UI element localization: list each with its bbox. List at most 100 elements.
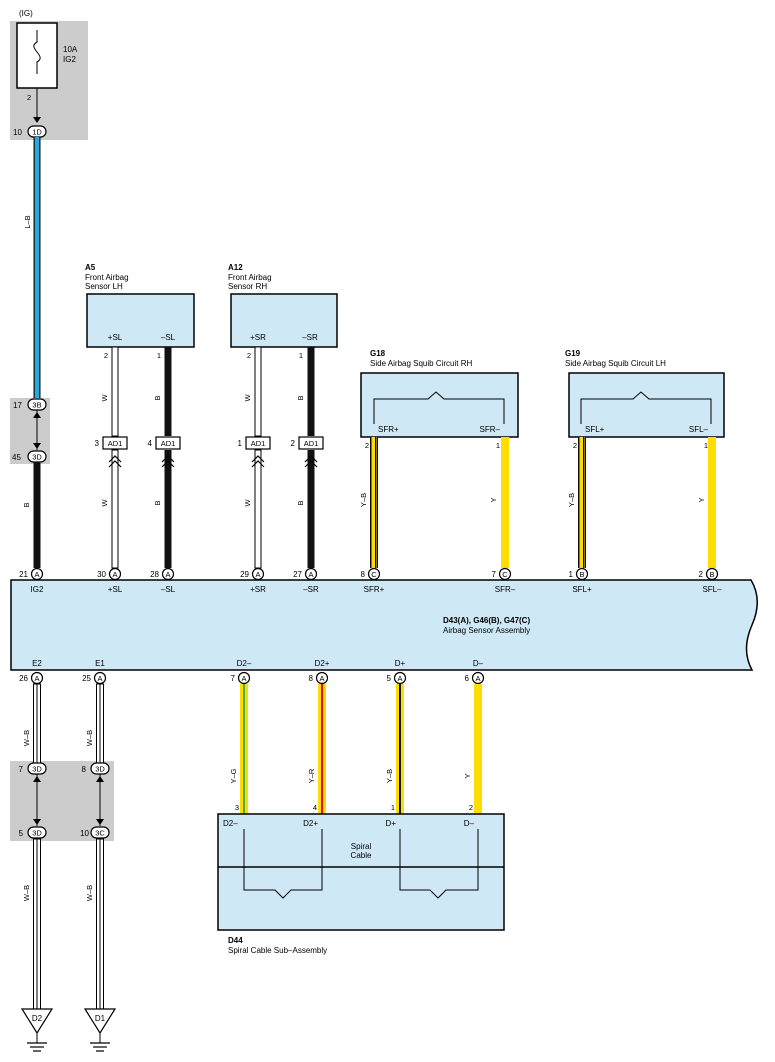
- svg-text:SFL–: SFL–: [702, 585, 722, 594]
- spiral-pin-2: 1: [391, 803, 395, 812]
- wire-label-wb2: W–B: [85, 730, 94, 746]
- pin-3b: 17: [13, 401, 22, 410]
- spiral-wires: [240, 684, 482, 814]
- ad1-pin-3: 2: [291, 439, 296, 448]
- spiral-inner-line2: Cable: [351, 851, 372, 860]
- svg-text:D2+: D2+: [315, 659, 330, 668]
- a5-code: A5: [85, 263, 96, 272]
- g18-code: G18: [370, 349, 386, 358]
- svg-text:7: 7: [492, 570, 497, 579]
- ground-symbol-icon: [83, 1008, 117, 1052]
- svg-text:A: A: [112, 570, 117, 579]
- ecu-pin: D2+ 8 A: [309, 659, 330, 685]
- ad1-pin-0: 3: [95, 439, 100, 448]
- connector-1d-id: 1D: [32, 128, 42, 137]
- wire-label-lb: L–B: [23, 215, 32, 228]
- svg-text:25: 25: [82, 674, 91, 683]
- fuse-pin: 2: [27, 93, 31, 102]
- svg-text:+SL: +SL: [108, 585, 123, 594]
- wire-label-b1: B: [22, 502, 31, 507]
- svg-text:21: 21: [19, 570, 28, 579]
- wire-label-w3: W: [100, 499, 109, 507]
- g19-pin-neg: 1: [704, 441, 708, 450]
- a12-pin-neg: 1: [299, 351, 303, 360]
- ecu-pin: 1 B SFL+: [569, 567, 592, 594]
- a5-line2: Sensor LH: [85, 282, 123, 291]
- svg-text:A: A: [34, 570, 39, 579]
- svg-text:8: 8: [309, 674, 314, 683]
- connector-3d-7-id: 3D: [32, 765, 42, 774]
- svg-text:28: 28: [150, 570, 159, 579]
- ground-symbol-icon: [20, 1008, 54, 1052]
- a5-pin-neg: 1: [157, 351, 161, 360]
- g19-pin-pos: 2: [573, 441, 577, 450]
- svg-text:A: A: [97, 674, 102, 683]
- ecu-pin: 30 A +SL: [97, 567, 123, 594]
- spiral-box: [217, 813, 505, 931]
- wire-label-wb3: W–B: [22, 885, 31, 901]
- wire-label-w1: W: [100, 394, 109, 402]
- a12-pin-pos: 2: [247, 351, 251, 360]
- pin-3d-45: 45: [12, 453, 21, 462]
- svg-text:B: B: [579, 570, 584, 579]
- spiral-term-1: D2+: [303, 819, 318, 828]
- g18-pin-neg: 1: [496, 441, 500, 450]
- ad1-pin-2: 1: [238, 439, 243, 448]
- a12-line1: Front Airbag: [228, 273, 272, 282]
- ecu-pin: D+ 5 A: [387, 659, 407, 685]
- wire-label-w4: W: [243, 499, 252, 507]
- ecu-code: D43(A), G46(B), G47(C): [443, 616, 530, 625]
- ad1-connectors: [102, 436, 324, 468]
- a12-box: [230, 293, 338, 348]
- svg-text:E2: E2: [32, 659, 42, 668]
- a5-term-neg: –SL: [161, 333, 176, 342]
- svg-text:C: C: [371, 570, 377, 579]
- wire-label-yb1: Y–B: [359, 493, 368, 507]
- wire-label-yb3: Y–B: [385, 769, 394, 783]
- ecu-pin: 29 A +SR: [240, 567, 266, 594]
- spiral-winding-right: [399, 829, 479, 899]
- wire-label-y2: Y: [697, 497, 706, 502]
- wire-label-wb4: W–B: [85, 885, 94, 901]
- spiral-code: D44: [228, 936, 243, 945]
- spiral-inner-line1: Spiral: [351, 842, 372, 851]
- svg-text:E1: E1: [95, 659, 105, 668]
- fuse-symbol: [33, 30, 41, 74]
- fuse-rating: 10A: [63, 45, 78, 54]
- spiral-pin-1: 4: [313, 803, 317, 812]
- g19-squib: [580, 391, 712, 424]
- svg-text:7: 7: [231, 674, 236, 683]
- svg-text:SFR+: SFR+: [364, 585, 385, 594]
- wire-label-wb1: W–B: [22, 730, 31, 746]
- junction-arrow-up: [33, 412, 41, 418]
- ecu-name: Airbag Sensor Assembly: [443, 626, 530, 635]
- connector-3d-45-id: 3D: [32, 453, 42, 462]
- spiral-pin-3: 2: [469, 803, 473, 812]
- svg-text:30: 30: [97, 570, 106, 579]
- svg-text:SFL+: SFL+: [572, 585, 592, 594]
- wire-label-y3: Y: [463, 773, 472, 778]
- ecu-pin: 21 A IG2: [19, 567, 44, 594]
- ad1-id-3: AD1: [251, 439, 266, 448]
- g19-title: Side Airbag Squib Circuit LH: [565, 359, 666, 368]
- a5-line1: Front Airbag: [85, 273, 129, 282]
- ecu-pin: 27 A –SR: [293, 567, 319, 594]
- fuse-arrow: [33, 117, 41, 123]
- wire-label-b2: B: [153, 395, 162, 400]
- svg-text:8: 8: [361, 570, 366, 579]
- svg-text:1: 1: [569, 570, 574, 579]
- fuse-supply-label: (IG): [19, 9, 33, 18]
- svg-text:2: 2: [699, 570, 704, 579]
- pin-1d: 10: [13, 128, 22, 137]
- svg-text:D2–: D2–: [237, 659, 252, 668]
- svg-text:–SL: –SL: [161, 585, 176, 594]
- g18-title: Side Airbag Squib Circuit RH: [370, 359, 472, 368]
- connector-3d-8-id: 3D: [95, 765, 105, 774]
- g18-box: [360, 372, 519, 438]
- connector-3d-5: [27, 826, 47, 839]
- svg-text:A: A: [475, 674, 480, 683]
- svg-text:27: 27: [293, 570, 302, 579]
- svg-text:C: C: [502, 570, 508, 579]
- wire-label-b3: B: [296, 395, 305, 400]
- svg-text:A: A: [241, 674, 246, 683]
